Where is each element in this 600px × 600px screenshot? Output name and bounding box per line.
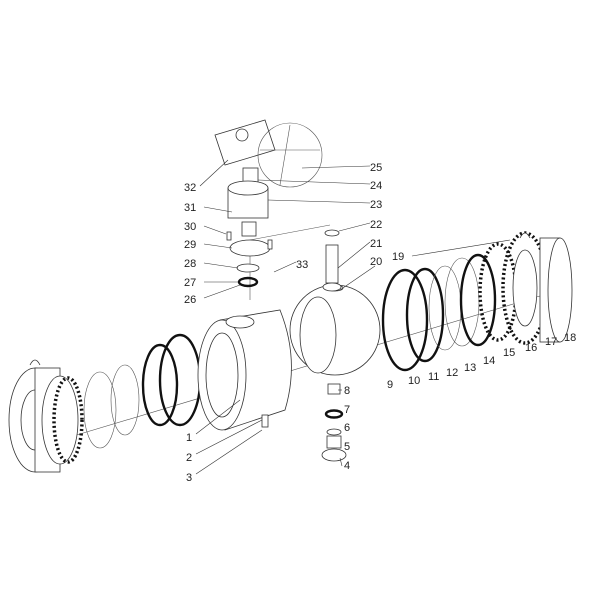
left-seat — [83, 371, 117, 449]
callout-11: 11 — [428, 371, 439, 383]
callout-31: 31 — [184, 202, 196, 214]
right-end-flange — [519, 232, 573, 343]
callout-19: 19 — [392, 251, 404, 263]
callout-9: 9 — [387, 379, 393, 391]
callout-26: 26 — [184, 294, 196, 306]
callout-29: 29 — [184, 239, 196, 251]
callout-32: 32 — [184, 182, 196, 194]
fitting-3 — [261, 414, 269, 428]
ring-13 — [444, 257, 480, 347]
callout-14: 14 — [483, 355, 495, 367]
callout-5: 5 — [344, 441, 350, 453]
callout-22: 22 — [370, 219, 382, 231]
callout-labels: 1 2 3 4 5 6 7 8 9 10 11 12 13 14 15 16 1… — [184, 162, 576, 484]
plug-5 — [326, 435, 342, 449]
callout-4: 4 — [344, 460, 350, 472]
callout-25: 25 — [370, 162, 382, 174]
bottom-cover-4 — [321, 448, 347, 462]
callout-7: 7 — [344, 404, 350, 416]
callout-23: 23 — [370, 199, 382, 211]
valve-body — [197, 309, 292, 431]
callout-17: 17 — [545, 336, 557, 348]
callout-12: 12 — [446, 367, 458, 379]
leader-lines — [195, 159, 511, 475]
callout-33: 33 — [296, 259, 308, 271]
callout-18: 18 — [564, 332, 576, 344]
gear-operator — [214, 119, 323, 288]
left-gasket — [158, 333, 202, 427]
callout-28: 28 — [184, 258, 196, 270]
oring-7 — [324, 409, 344, 419]
ring-11 — [405, 267, 445, 363]
callout-10: 10 — [408, 375, 420, 387]
left-bolt-ring — [52, 376, 84, 464]
callout-2: 2 — [186, 452, 192, 464]
callout-15: 15 — [503, 347, 515, 359]
callout-21: 21 — [370, 238, 382, 250]
callout-6: 6 — [344, 422, 350, 434]
ring-14 — [459, 253, 497, 347]
right-seat — [512, 249, 538, 327]
callout-3: 3 — [186, 472, 192, 484]
left-end-flange — [8, 359, 79, 473]
callout-1: 1 — [186, 432, 192, 444]
callout-8: 8 — [344, 385, 350, 397]
stem-21 — [325, 244, 339, 284]
trunnion-8 — [327, 383, 341, 395]
ring-20 — [322, 282, 342, 292]
left-seal — [110, 364, 140, 436]
callout-13: 13 — [464, 362, 476, 374]
callout-24: 24 — [370, 180, 382, 192]
callout-20: 20 — [370, 256, 382, 268]
bearing-6 — [326, 428, 342, 436]
left-oring — [141, 343, 179, 427]
ball — [289, 284, 381, 376]
callout-30: 30 — [184, 221, 196, 233]
callout-27: 27 — [184, 277, 196, 289]
callout-16: 16 — [525, 342, 537, 354]
oring-22 — [324, 229, 340, 237]
ring-10 — [381, 268, 429, 372]
